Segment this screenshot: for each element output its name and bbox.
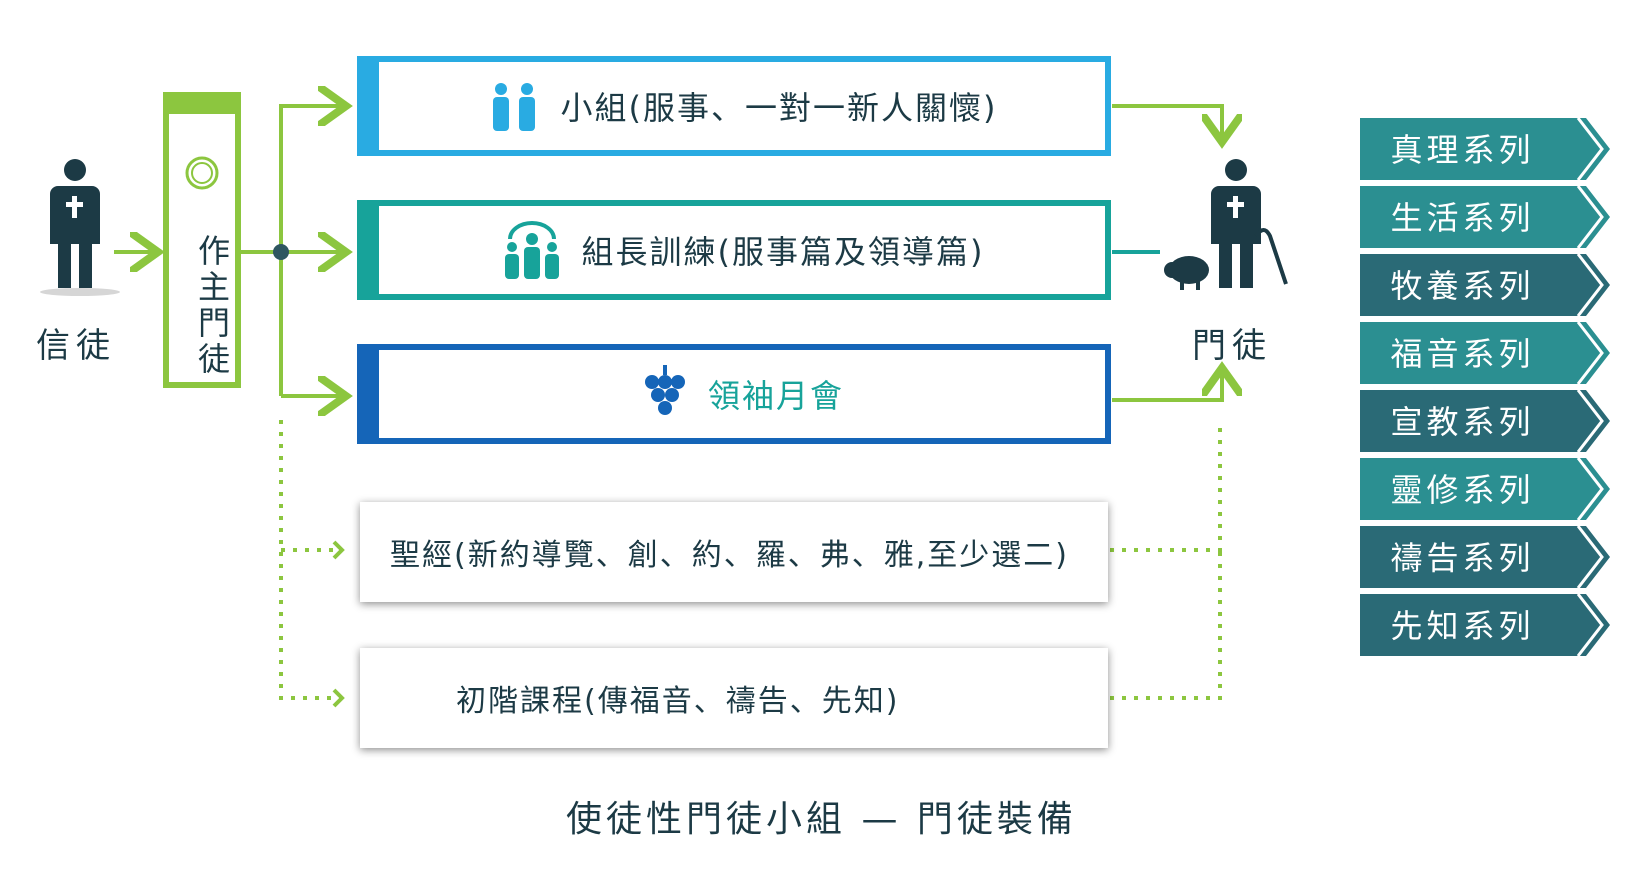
branch-connector xyxy=(241,106,342,396)
basic-course-label: 初階課程(傳福音、禱告、先知) xyxy=(456,684,900,719)
small-group-box: 小組(服事、一對一新人關懷) xyxy=(357,56,1111,156)
sheep-icon xyxy=(1164,256,1209,290)
branch-node xyxy=(273,244,289,260)
believer-label: 信徒 xyxy=(36,326,116,366)
series-chevron-shape xyxy=(1360,118,1610,180)
series-label: 宣教系列 xyxy=(1390,403,1535,441)
series-label: 牧養系列 xyxy=(1390,267,1535,305)
leaders-monthly-label: 領袖月會 xyxy=(707,377,844,415)
small-group-label: 小組(服事、一對一新人關懷) xyxy=(560,89,998,127)
lordship-label: 作主門徒 xyxy=(193,234,231,378)
grapes-icon xyxy=(644,365,685,415)
series-item: 靈修系列 xyxy=(1360,458,1610,522)
series-chevron-shape xyxy=(1360,526,1610,588)
series-chevron-shape xyxy=(1360,390,1610,452)
series-label: 生活系列 xyxy=(1390,199,1535,237)
bible-course-label: 聖經(新約導覽、創、約、羅、弗、雅,至少選二) xyxy=(390,538,1069,573)
series-label: 靈修系列 xyxy=(1390,471,1535,509)
course-arrowheads xyxy=(332,540,345,708)
crown-of-thorns-icon xyxy=(185,156,219,190)
lordship-box: 作主門徒 xyxy=(163,92,241,388)
series-item: 真理系列 xyxy=(1360,118,1610,182)
series-item: 生活系列 xyxy=(1360,186,1610,250)
leader-training-label: 組長訓練(服事篇及領導篇) xyxy=(581,233,985,271)
series-item: 宣教系列 xyxy=(1360,390,1610,454)
group-leader-icon xyxy=(504,221,559,279)
series-chevron-shape xyxy=(1360,458,1610,520)
program-output-arrows xyxy=(1112,104,1222,402)
series-chevron-shape xyxy=(1360,254,1610,316)
leader-training-box: 組長訓練(服事篇及領導篇) xyxy=(357,200,1111,300)
series-item: 禱告系列 xyxy=(1360,526,1610,590)
leaders-monthly-box: 領袖月會 xyxy=(357,344,1111,444)
basic-course-box: 初階課程(傳福音、禱告、先知) xyxy=(360,648,1108,748)
people-pair-icon xyxy=(492,83,535,131)
disciple-figure-icon xyxy=(1211,159,1288,288)
series-item: 福音系列 xyxy=(1360,322,1610,386)
series-item: 牧養系列 xyxy=(1360,254,1610,318)
series-item: 先知系列 xyxy=(1360,594,1610,658)
series-chevron-shape xyxy=(1360,186,1610,248)
series-label: 福音系列 xyxy=(1390,335,1535,373)
series-label: 先知系列 xyxy=(1390,607,1535,645)
bible-course-box: 聖經(新約導覽、創、約、羅、弗、雅,至少選二) xyxy=(360,502,1108,602)
diagram-caption: 使徒性門徒小組 — 門徒裝備 xyxy=(566,799,1077,840)
series-label: 真理系列 xyxy=(1390,131,1535,169)
believer-figure-icon xyxy=(40,159,120,296)
course-dotted-connectors xyxy=(279,420,1222,700)
series-chevron-shape xyxy=(1360,322,1610,384)
series-chevron-shape xyxy=(1360,594,1610,656)
series-label: 禱告系列 xyxy=(1390,539,1535,577)
disciple-label: 門徒 xyxy=(1192,326,1272,366)
